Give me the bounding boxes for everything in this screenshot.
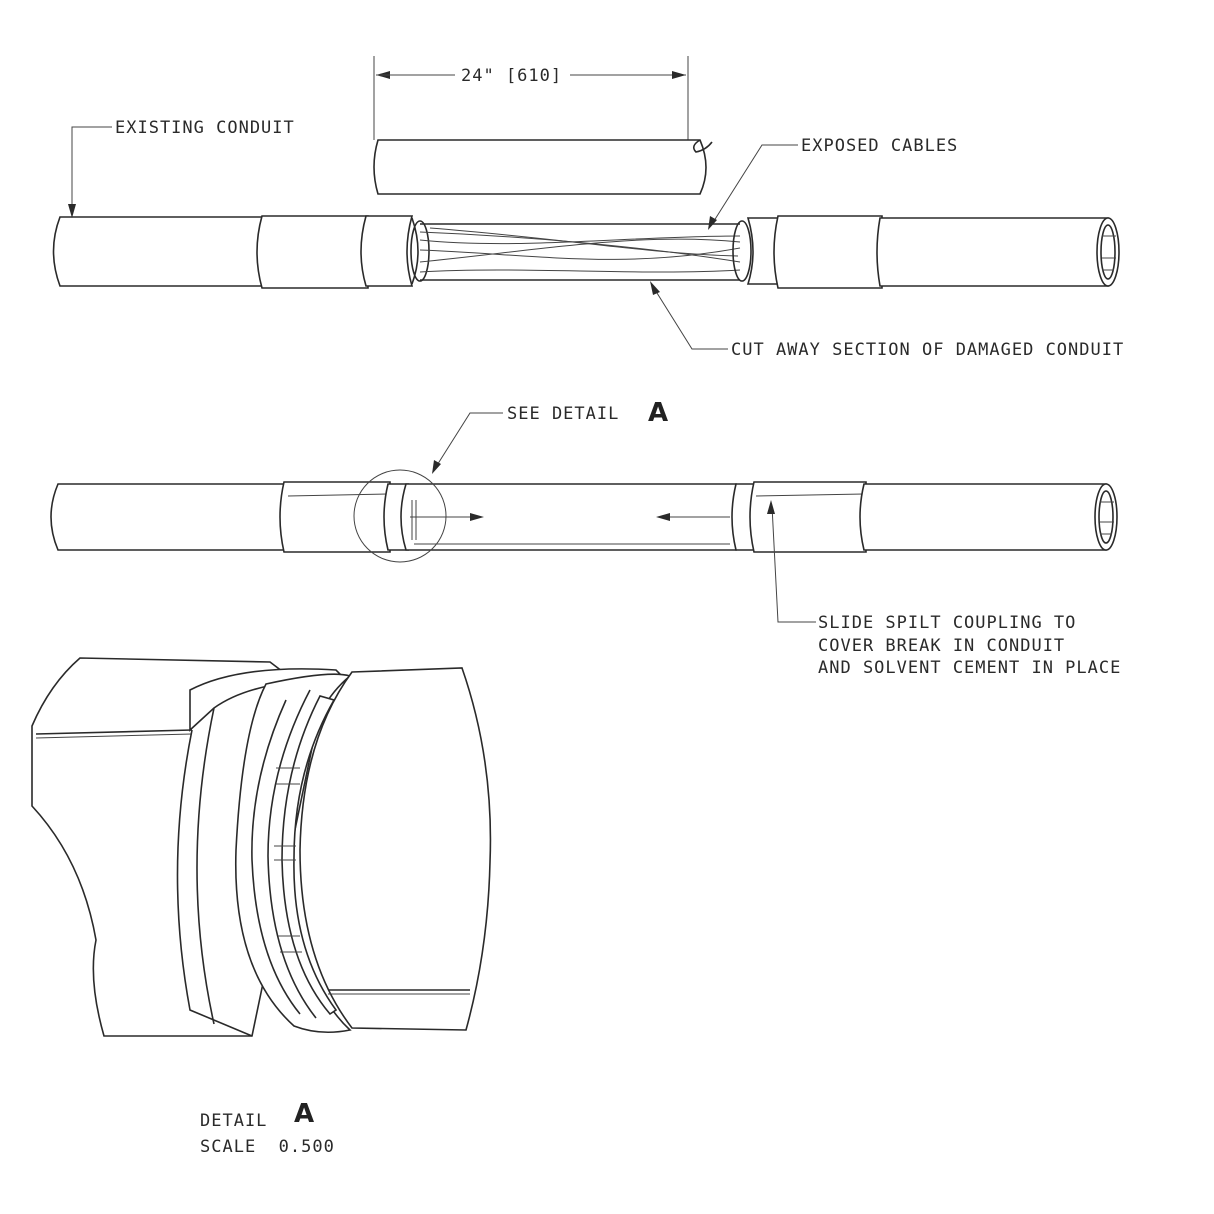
coupling-assembly	[50, 469, 1118, 563]
detail-word: DETAIL	[200, 1111, 267, 1131]
existing-conduit-label: EXISTING CONDUIT	[115, 118, 295, 138]
leader-exposed-cables: EXPOSED CABLES	[708, 136, 958, 230]
dimension-24in: 24" [610]	[373, 56, 689, 140]
slide-text-line1: SLIDE SPILT COUPLING TO	[818, 613, 1076, 633]
dimension-label: 24" [610]	[461, 66, 562, 86]
slide-text-line2: COVER BREAK IN CONDUIT	[818, 636, 1065, 656]
cut-away-label: CUT AWAY SECTION OF DAMAGED CONDUIT	[731, 340, 1124, 360]
cut-away-assembly	[52, 139, 1120, 289]
see-detail-label: SEE DETAIL	[507, 404, 619, 424]
detail-letter: A	[294, 1099, 314, 1129]
leader-slide-coupling: SLIDE SPILT COUPLING TO COVER BREAK IN C…	[767, 500, 1121, 678]
leader-cut-away: CUT AWAY SECTION OF DAMAGED CONDUIT	[650, 281, 1124, 360]
detail-scale: SCALE 0.500	[200, 1137, 335, 1157]
leader-see-detail: SEE DETAIL A	[432, 398, 668, 474]
leader-existing-conduit: EXISTING CONDUIT	[68, 118, 295, 218]
exposed-cables-label: EXPOSED CABLES	[801, 136, 958, 156]
detail-a-caption: DETAIL A SCALE 0.500	[200, 1099, 335, 1157]
see-detail-letter: A	[648, 398, 668, 428]
detail-a-view	[31, 657, 492, 1037]
slide-text-line3: AND SOLVENT CEMENT IN PLACE	[818, 658, 1121, 678]
